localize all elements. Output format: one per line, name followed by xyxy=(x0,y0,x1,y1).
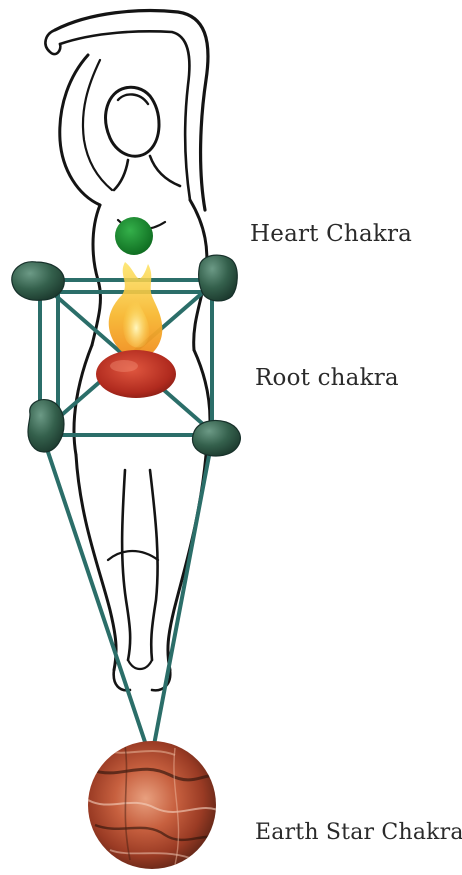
figure-hair xyxy=(118,94,148,104)
figure-leg-left-inner xyxy=(122,470,130,660)
root-chakra-label: Root chakra xyxy=(255,365,399,391)
root-chakra-stone xyxy=(96,350,176,398)
flame-icon xyxy=(109,262,163,360)
figure-neck xyxy=(114,160,128,190)
figure-left-arm xyxy=(60,55,100,205)
earth-star-chakra-label: Earth Star Chakra xyxy=(255,820,462,845)
figure-foot-join xyxy=(128,660,152,669)
grid-line-down-left xyxy=(44,440,146,745)
stone-bottom-right xyxy=(192,420,240,455)
heart-chakra-dot xyxy=(115,217,153,255)
heart-chakra-label: Heart Chakra xyxy=(250,221,412,247)
figure-leg-right-inner xyxy=(150,470,158,660)
stone-top-right xyxy=(199,255,238,301)
figure-neck-right xyxy=(150,156,180,186)
root-chakra-highlight xyxy=(110,360,138,372)
grid-line-down-right xyxy=(154,440,212,745)
figure-knee xyxy=(108,551,158,560)
figure-torso-left xyxy=(92,205,100,345)
figure-head xyxy=(106,87,159,156)
figure-left-arm-inner xyxy=(83,60,112,190)
figure-hand xyxy=(45,30,60,54)
stone-top-left xyxy=(12,262,64,301)
earth-star-sphere xyxy=(88,741,222,869)
stone-bottom-left xyxy=(28,400,64,452)
